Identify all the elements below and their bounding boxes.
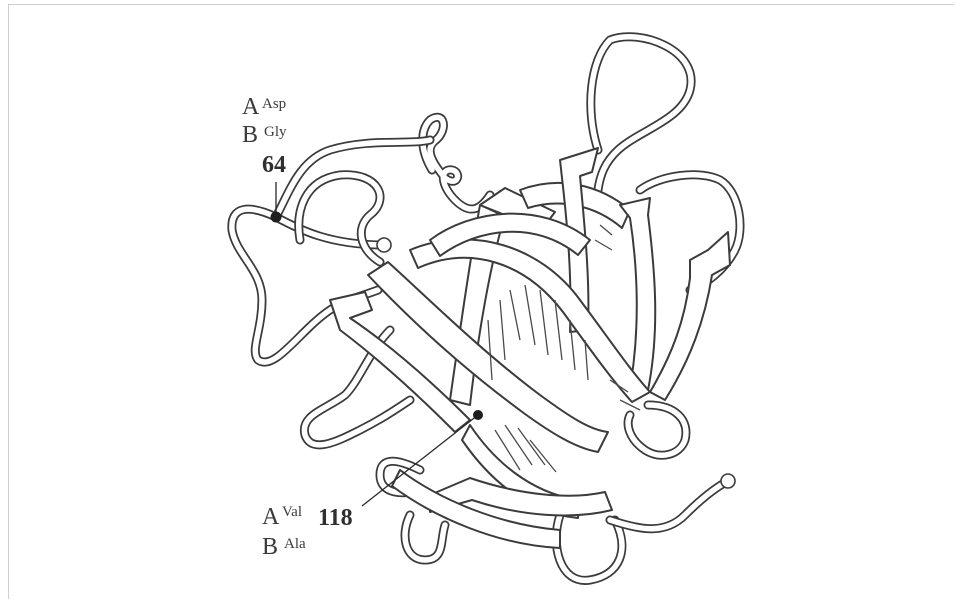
label-site-64: A Asp B Gly 64 xyxy=(242,94,287,178)
site-118-dot xyxy=(473,410,483,420)
label-site-118: A Val 118 B Ala xyxy=(262,504,353,560)
site-64-chain-b-residue: Gly xyxy=(264,124,287,140)
site-118-chain-a-letter: A xyxy=(262,504,280,530)
site-64-chain-a-residue: Asp xyxy=(262,96,286,112)
site-118-position-number: 118 xyxy=(318,505,353,531)
site-118-chain-b-residue: Ala xyxy=(284,536,306,552)
n-terminus-circle xyxy=(377,238,391,252)
coil-lower-left-loop xyxy=(304,330,410,445)
site-64-chain-a-letter: A xyxy=(242,94,260,120)
site-118-chain-a-residue: Val xyxy=(282,504,302,520)
site-118-chain-b-letter: B xyxy=(262,534,278,560)
site-64-chain-b-letter: B xyxy=(242,122,258,148)
strand-right-arrow xyxy=(650,232,730,400)
coil-c-terminal-tail xyxy=(610,482,726,529)
site-64-dot xyxy=(271,212,282,223)
c-terminus-circle xyxy=(721,474,735,488)
site-64-position-number: 64 xyxy=(262,152,286,178)
